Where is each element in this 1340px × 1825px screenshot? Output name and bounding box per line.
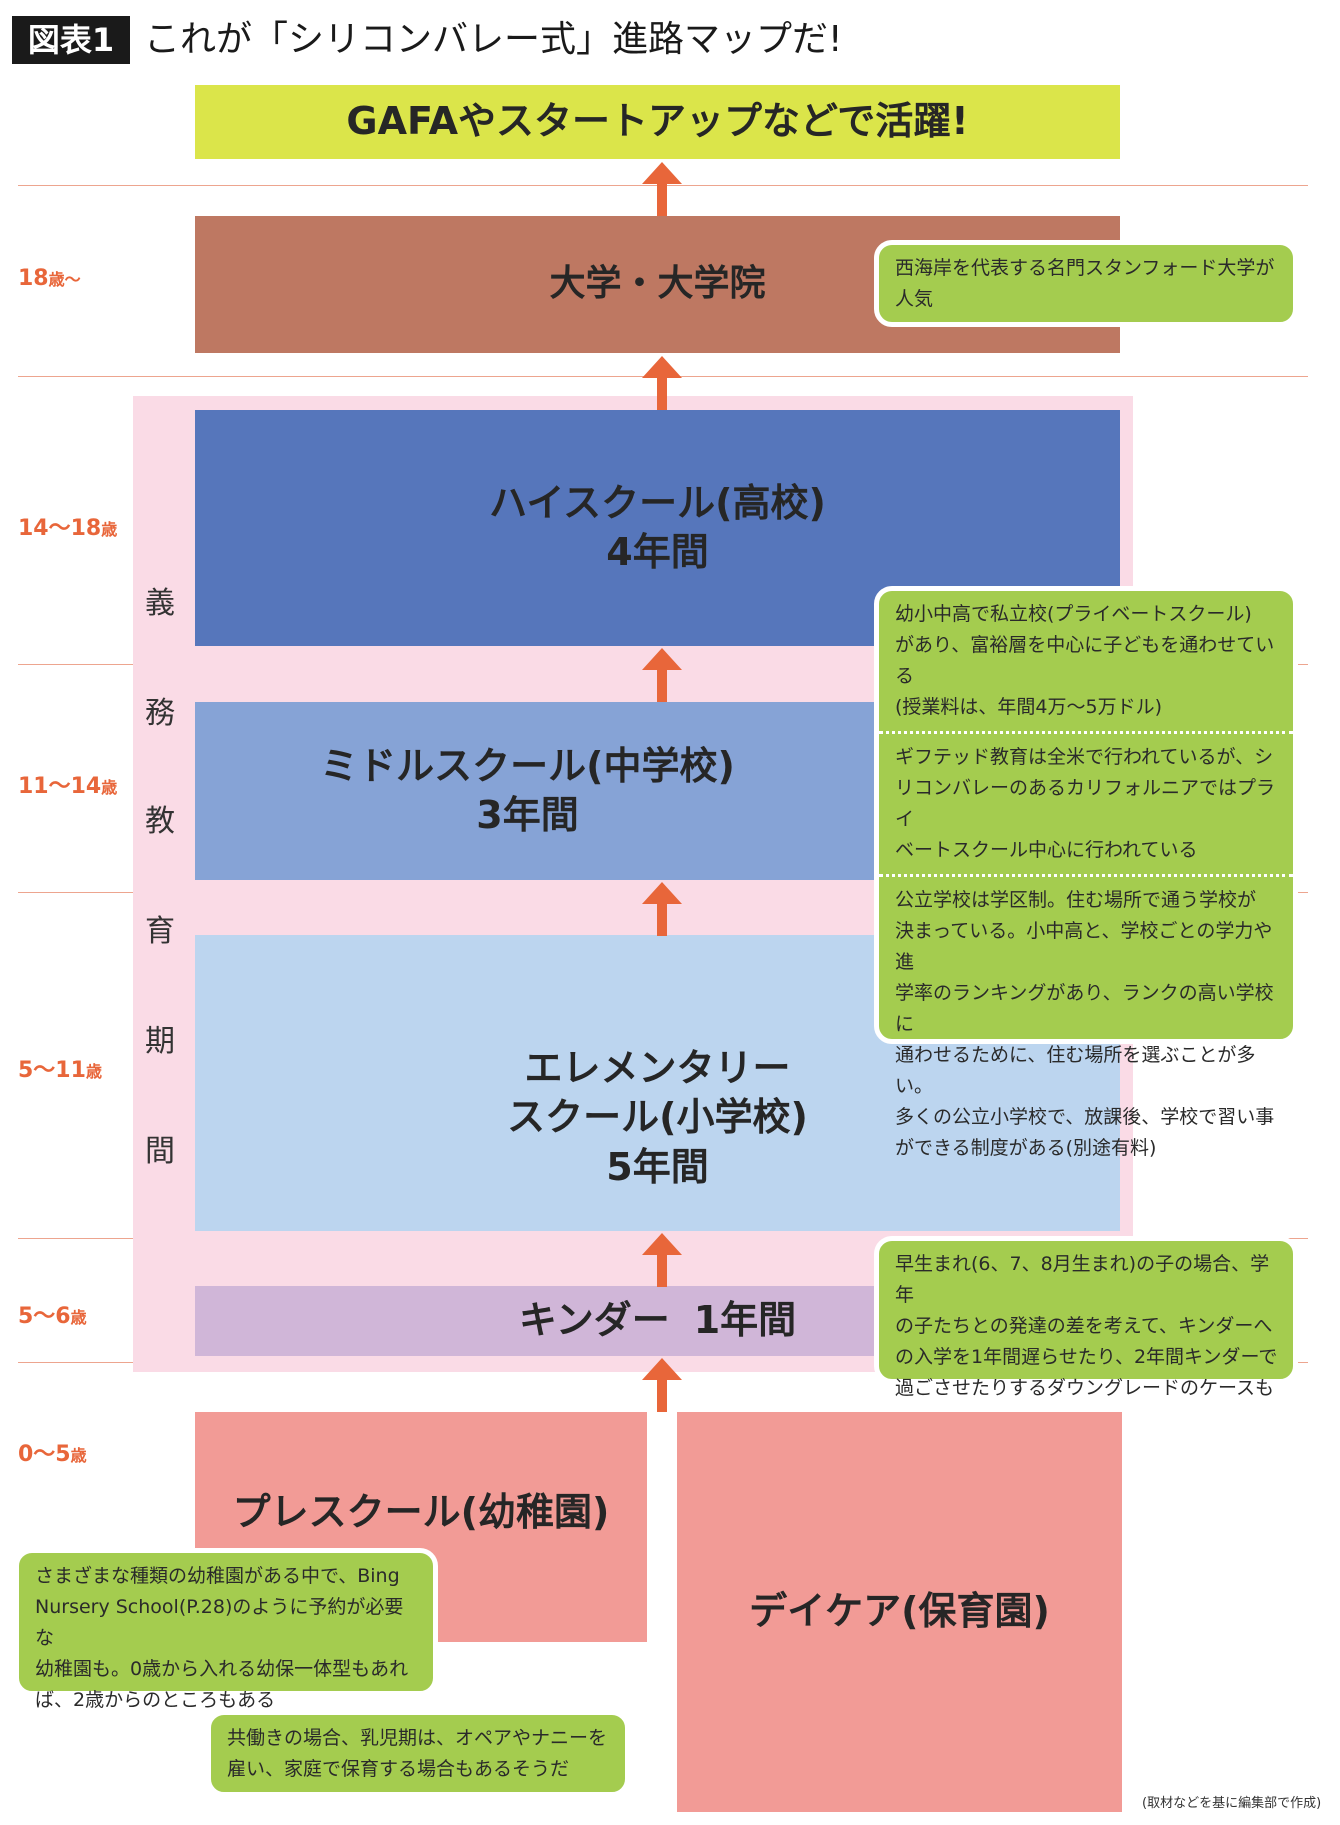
age-label-14-18: 14〜18歳 bbox=[18, 516, 118, 541]
goal-banner: GAFAやスタートアップなどで活躍! bbox=[195, 85, 1120, 159]
compulsory-label-char: 義 bbox=[145, 586, 175, 621]
age-label-11-14: 11〜14歳 bbox=[18, 774, 118, 799]
high-school-years: 4年間 bbox=[606, 530, 709, 574]
source-credit: (取材などを基に編集部で作成) bbox=[1142, 1796, 1322, 1811]
age-label-5-6: 5〜6歳 bbox=[18, 1304, 87, 1329]
elementary-name-line1: エレメンタリー bbox=[524, 1045, 791, 1090]
compulsory-label-char: 育 bbox=[145, 914, 175, 949]
up-arrow-icon bbox=[642, 1233, 682, 1287]
figure-tag: 図表1 bbox=[12, 16, 130, 64]
compulsory-label-char: 教 bbox=[145, 804, 175, 839]
elementary-years: 5年間 bbox=[606, 1144, 709, 1189]
compulsory-label-char: 期 bbox=[145, 1024, 175, 1059]
up-arrow-icon bbox=[642, 1358, 682, 1412]
note-gifted-education: ギフテッド教育は全米で行われているが、シリコンバレーのあるカリフォルニアではプラ… bbox=[879, 731, 1293, 874]
compulsory-label-char: 務 bbox=[145, 696, 175, 731]
university-box: 大学・大学院 bbox=[195, 216, 1120, 353]
kinder-years: 1年間 bbox=[693, 1298, 797, 1343]
elementary-name-line2: スクール(小学校) bbox=[507, 1095, 808, 1140]
age-label-0-5: 0〜5歳 bbox=[18, 1442, 87, 1467]
note-daycare: 共働きの場合、乳児期は、オペアやナニーを雇い、家庭で保育する場合もあるそうだ bbox=[206, 1710, 630, 1797]
age-label-5-11: 5〜11歳 bbox=[18, 1058, 102, 1083]
note-public-schools: 公立学校は学区制。住む場所で通う学校が決まっている。小中高と、学校ごとの学力や進… bbox=[879, 874, 1293, 1172]
note-university: 西海岸を代表する名門スタンフォード大学が人気 bbox=[874, 240, 1298, 327]
figure-title: これが「シリコンバレー式」進路マップだ! bbox=[144, 19, 843, 60]
high-school-name: ハイスクール(高校) bbox=[489, 480, 826, 525]
up-arrow-icon bbox=[642, 356, 682, 410]
note-private-schools: 幼小中高で私立校(プライベートスクール)があり、富裕層を中心に子どもを通わせてい… bbox=[895, 603, 1275, 718]
kinder-name: キンダー bbox=[518, 1298, 670, 1343]
note-kinder: 早生まれ(6、7、8月生まれ)の子の場合、学年の子たちとの発達の差を考えて、キン… bbox=[874, 1236, 1298, 1399]
middle-school-name: ミドルスクール(中学校) bbox=[320, 743, 735, 788]
middle-school-years: 3年間 bbox=[476, 793, 579, 837]
up-arrow-icon bbox=[642, 162, 682, 216]
daycare-box: デイケア(保育園) bbox=[677, 1412, 1122, 1812]
age-label-18-plus: 18歳〜 bbox=[18, 266, 81, 291]
up-arrow-icon bbox=[642, 882, 682, 936]
up-arrow-icon bbox=[642, 648, 682, 702]
note-school-system: 幼小中高で私立校(プライベートスクール)があり、富裕層を中心に子どもを通わせてい… bbox=[874, 586, 1298, 1159]
compulsory-label-char: 間 bbox=[145, 1134, 175, 1169]
